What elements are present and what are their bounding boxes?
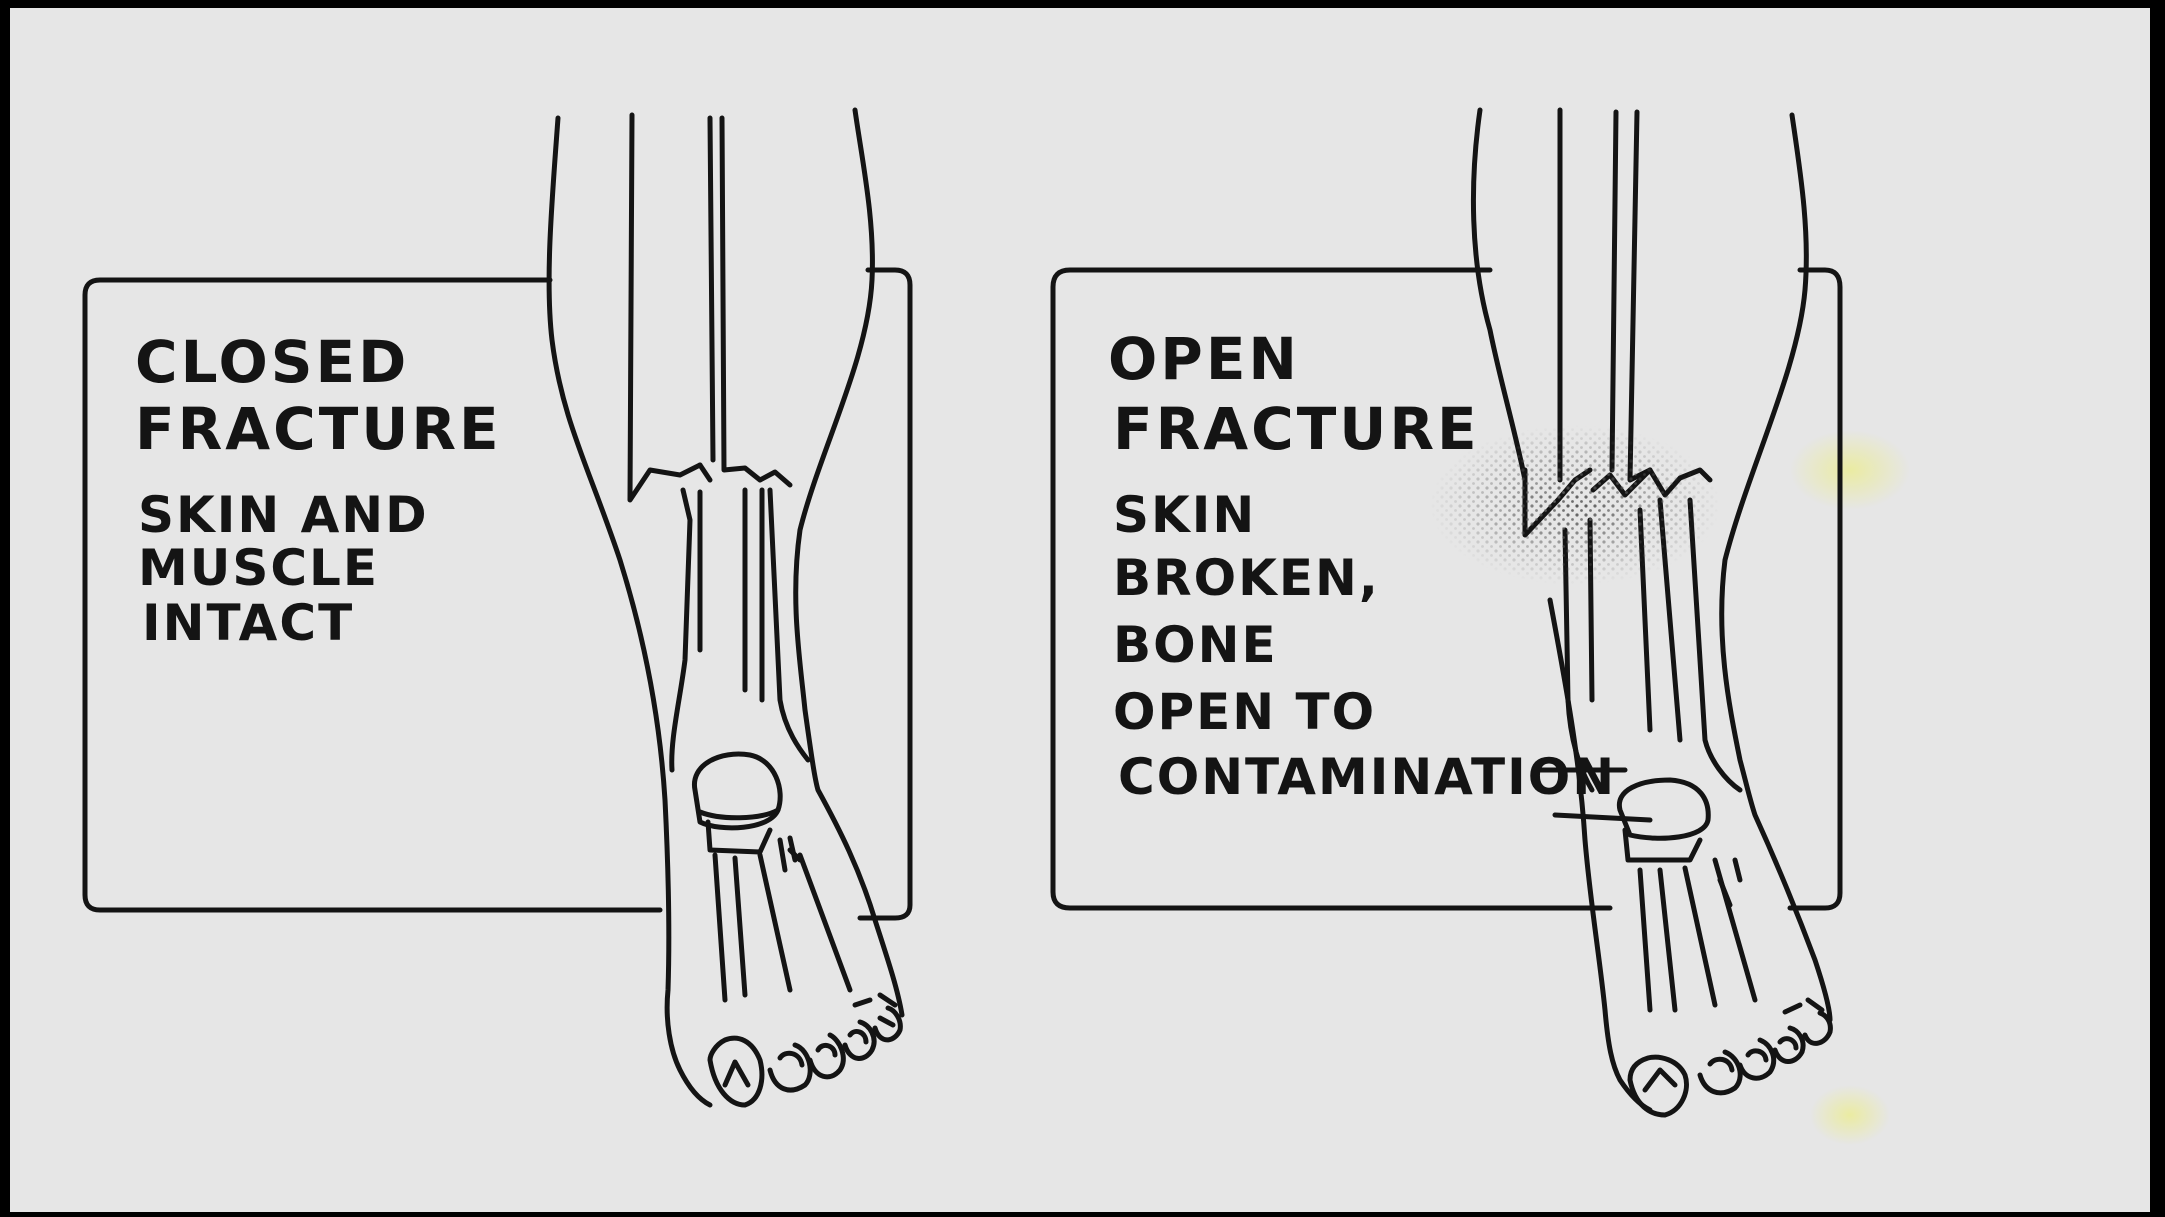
closed-fracture-desc-line-2: MUSCLE bbox=[138, 543, 379, 593]
closed-fracture-title-line-2: FRACTURE bbox=[135, 400, 502, 458]
open-fracture-desc-line-1: SKIN bbox=[1113, 490, 1256, 540]
closed-fracture-title-line-1: CLOSED bbox=[135, 333, 409, 391]
open-fracture-desc-line-3: BONE bbox=[1113, 620, 1278, 670]
open-fracture-desc-line-4: OPEN TO bbox=[1113, 687, 1376, 737]
open-fracture-title-line-2: FRACTURE bbox=[1113, 400, 1480, 458]
stain-mark bbox=[1810, 1085, 1890, 1145]
closed-fracture-desc-line-3: INTACT bbox=[142, 598, 354, 648]
closed-fracture-desc-line-1: SKIN AND bbox=[138, 490, 429, 540]
open-fracture-title-line-1: OPEN bbox=[1108, 330, 1300, 388]
open-fracture-desc-line-2: BROKEN, bbox=[1113, 553, 1380, 603]
open-fracture-desc-line-5: CONTAMINATION bbox=[1118, 752, 1616, 802]
stain-mark bbox=[1790, 430, 1910, 510]
